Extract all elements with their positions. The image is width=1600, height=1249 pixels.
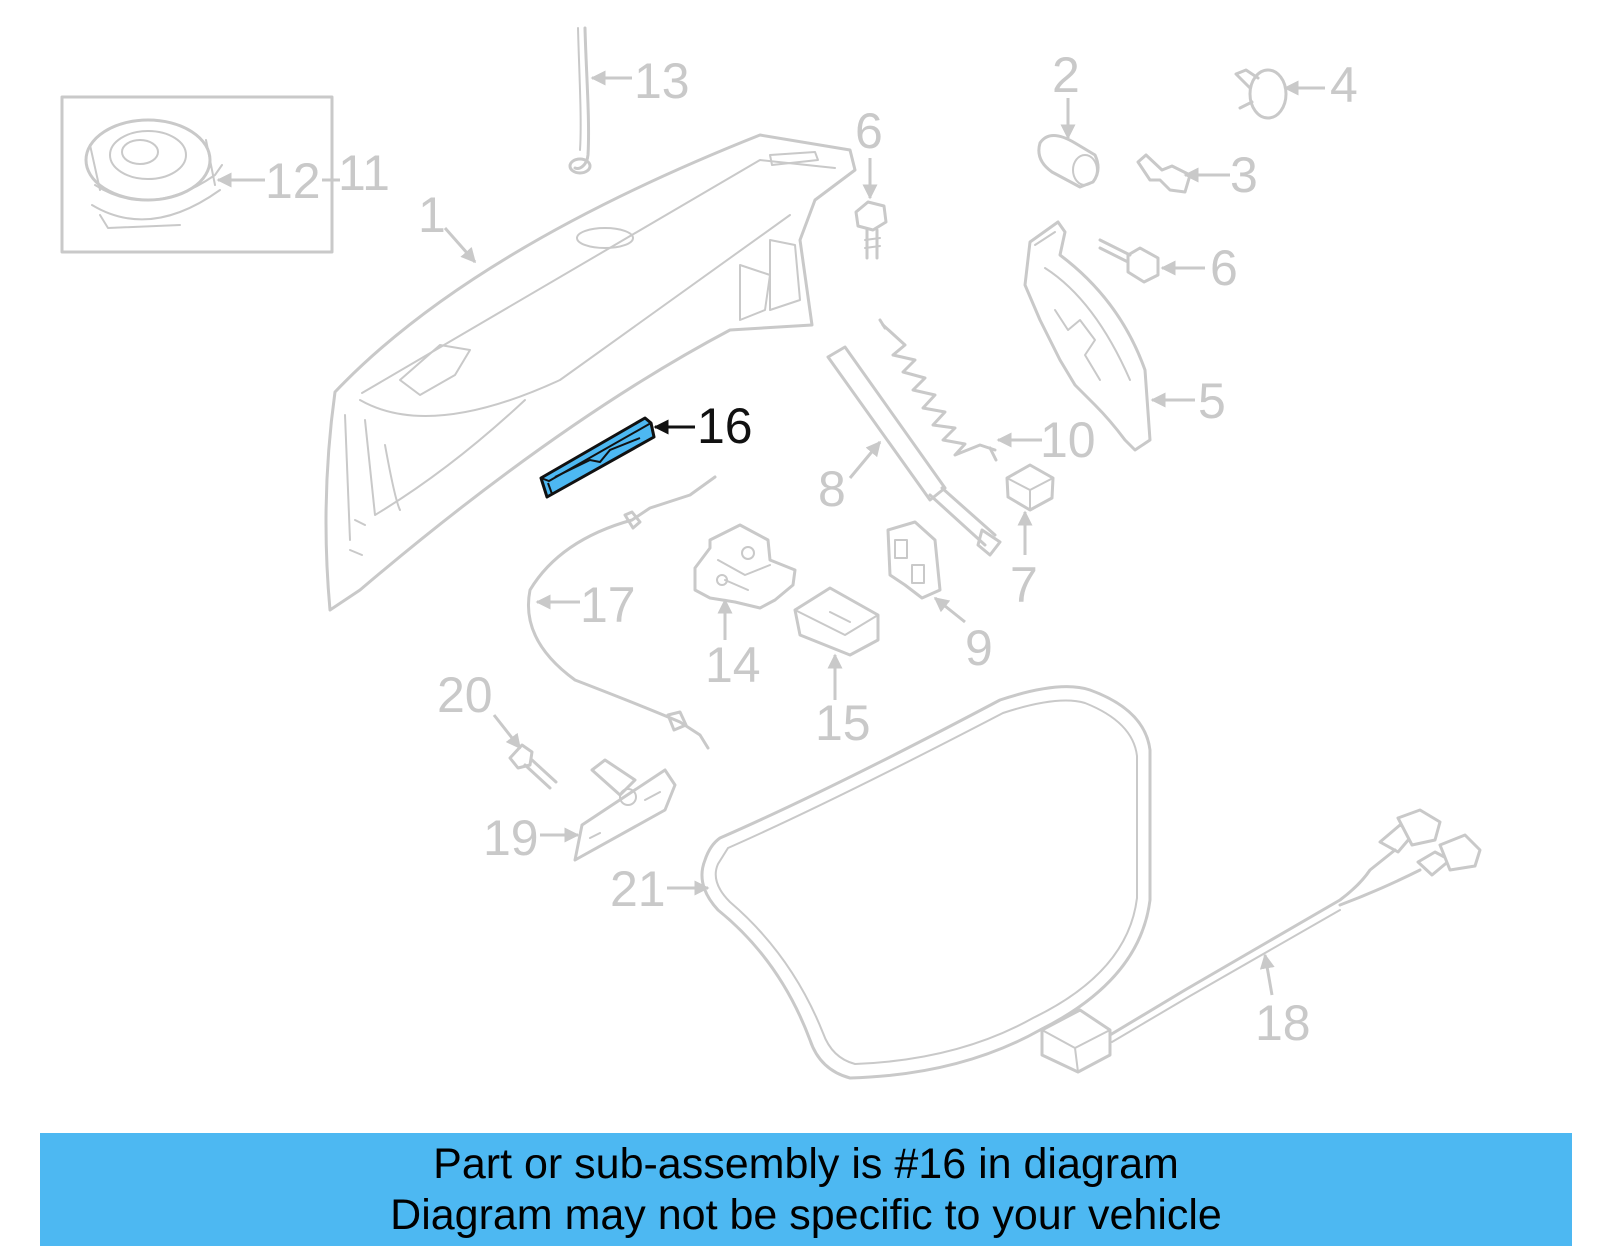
callouts: 1 2 3 4 5 6 6 7 8 9 10 11 12 13 14 15 16… (265, 47, 1358, 1051)
part-1-trunk-lid (324, 133, 857, 612)
part-17-cable (527, 475, 717, 750)
banner-line-2: Diagram may not be specific to your vehi… (390, 1190, 1222, 1239)
callout-15: 15 (815, 695, 871, 751)
callout-20: 20 (437, 667, 493, 723)
callout-4: 4 (1330, 57, 1358, 113)
part-3-key (1136, 153, 1192, 194)
callout-14: 14 (705, 637, 761, 693)
part-14-latch (693, 523, 797, 610)
callout-6a: 6 (855, 103, 883, 159)
part-10-spring (878, 318, 998, 462)
part-19-plate (573, 758, 677, 862)
leader-lines (216, 70, 1325, 996)
part-9-bracket (886, 520, 942, 600)
callout-12: 12 (265, 153, 321, 209)
part-15-cover (793, 586, 880, 657)
part-18-harness (1040, 808, 1482, 1074)
callout-7: 7 (1010, 557, 1038, 613)
callout-16: 16 (697, 398, 753, 454)
callout-3: 3 (1230, 147, 1258, 203)
callout-18: 18 (1255, 995, 1311, 1051)
banner-line-1: Part or sub-assembly is #16 in diagram (433, 1139, 1179, 1188)
part-21-seal (700, 685, 1152, 1080)
callout-19: 19 (483, 810, 539, 866)
callout-5: 5 (1198, 373, 1226, 429)
callout-8: 8 (818, 461, 846, 517)
part-2-cylinder (1037, 134, 1100, 189)
info-banner: Part or sub-assembly is #16 in diagram D… (40, 1133, 1572, 1246)
part-6-bolt-top (854, 200, 888, 260)
callout-2: 2 (1052, 47, 1080, 103)
part-8-strut (826, 345, 1002, 557)
part-16-highlighted (539, 416, 656, 499)
callout-21: 21 (610, 861, 666, 917)
part-13-hose (568, 26, 592, 175)
callout-13: 13 (634, 53, 690, 109)
callout-6b: 6 (1210, 240, 1238, 296)
callout-11: 11 (338, 145, 390, 201)
part-7-bumper (1005, 463, 1055, 512)
part-20-bolt (508, 743, 558, 790)
part-4-clip (1234, 68, 1288, 120)
callout-10: 10 (1040, 412, 1096, 468)
callout-1: 1 (418, 187, 446, 243)
part-6-bolt-side (1098, 238, 1160, 284)
part-5-hinge (1023, 220, 1152, 452)
callout-9: 9 (965, 620, 993, 676)
callout-17: 17 (580, 577, 636, 633)
part-emblem-box (60, 95, 334, 254)
